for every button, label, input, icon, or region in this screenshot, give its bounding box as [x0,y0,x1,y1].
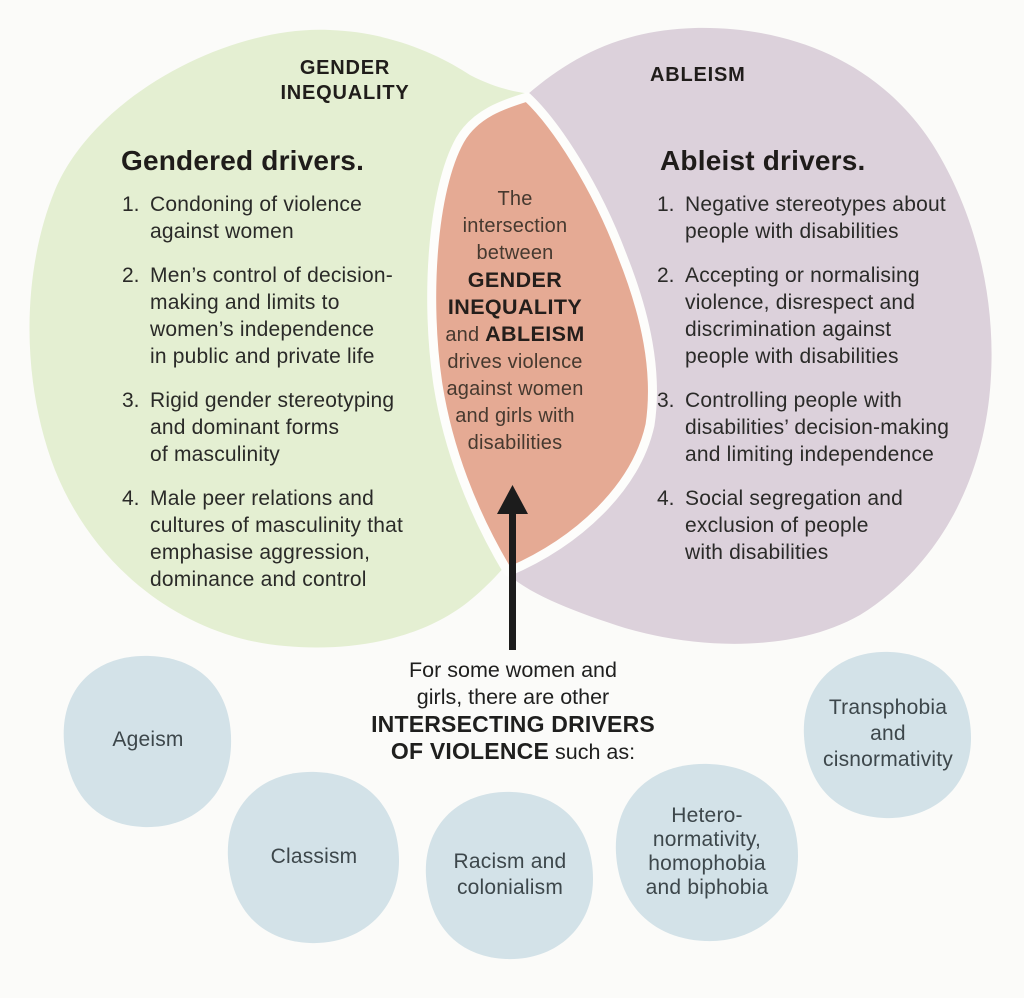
ageism-label: Ageism [112,728,184,751]
intersecting-drivers-annotation: For some women and girls, there are othe… [317,657,709,766]
list-item: 1. Condoning of violence against women [122,191,552,245]
ableism-title: ABLEISM [650,64,746,86]
list-item: 2. Men’s control of decision- making and… [122,262,552,370]
item-number: 4. [657,487,675,510]
heteronormativity-label: Hetero- normativity, homophobia and biph… [645,804,769,899]
annotation-bold-line: INTERSECTING DRIVERS [371,711,655,737]
transphobia-blob [803,651,971,819]
annotation-line2: girls, there are other [416,685,610,709]
item-number: 2. [122,264,140,287]
intersection-conj: and [445,324,480,346]
gender-inequality-title: GENDER INEQUALITY [280,57,410,104]
item-text: Controlling people with disabilities’ de… [685,389,950,466]
annotation-mixed-line: OF VIOLENCE such as: [317,738,709,766]
item-number: 3. [122,389,140,412]
ageism-blob [63,655,232,828]
racism-colonialism-label: Racism and colonialism [453,850,567,899]
transphobia-cisnormativity-label: Transphobia and cisnormativity [823,696,953,771]
item-text: Negative stereotypes about people with d… [685,193,946,243]
list-item: 4. Male peer relations and cultures of m… [122,485,552,593]
item-number: 4. [122,487,140,510]
list-item: 1. Negative stereotypes about people wit… [657,191,1024,245]
racism-blob [425,791,593,960]
annotation-line1: For some women and [409,658,617,682]
item-text: Men’s control of decision- making and li… [150,264,393,368]
item-number: 3. [657,389,675,412]
intersection-gender-inequality-bold: GENDER INEQUALITY [447,268,583,319]
classism-blob [227,771,399,944]
gendered-drivers-list: 1. Condoning of violence against women 2… [122,191,552,610]
list-item: 3. Controlling people with disabilities’… [657,387,1024,468]
item-number: 1. [657,193,675,216]
intersection-outro: drives violence against women and girls … [446,351,584,454]
item-text: Accepting or normalising violence, disre… [685,264,920,368]
intersection-ableism-bold: ABLEISM [485,322,585,346]
arrow-icon [497,485,528,650]
item-text: Male peer relations and cultures of masc… [150,487,404,591]
annotation-tail: such as: [555,740,636,764]
item-text: Condoning of violence against women [150,193,363,243]
gendered-drivers-heading: Gendered drivers. [121,145,365,176]
intersection-text: The intersection between GENDER INEQUALI… [400,186,630,457]
ableist-drivers-heading: Ableist drivers. [660,145,866,176]
list-item: 4. Social segregation and exclusion of p… [657,485,1024,566]
item-text: Social segregation and exclusion of peop… [685,487,904,564]
list-item: 2. Accepting or normalising violence, di… [657,262,1024,370]
item-number: 2. [657,264,675,287]
heteronormativity-blob [615,763,798,942]
ableist-drivers-list: 1. Negative stereotypes about people wit… [657,191,1024,583]
item-text: Rigid gender stereotyping and dominant f… [150,389,395,466]
classism-label: Classism [270,845,358,868]
list-item: 3. Rigid gender stereotyping and dominan… [122,387,552,468]
item-number: 1. [122,193,140,216]
intersection-region [427,92,657,577]
annotation-bold-tail: OF VIOLENCE [390,738,550,764]
intersection-conjunction-line: and ABLEISM [400,321,630,349]
intersection-intro: The intersection between [462,188,568,264]
